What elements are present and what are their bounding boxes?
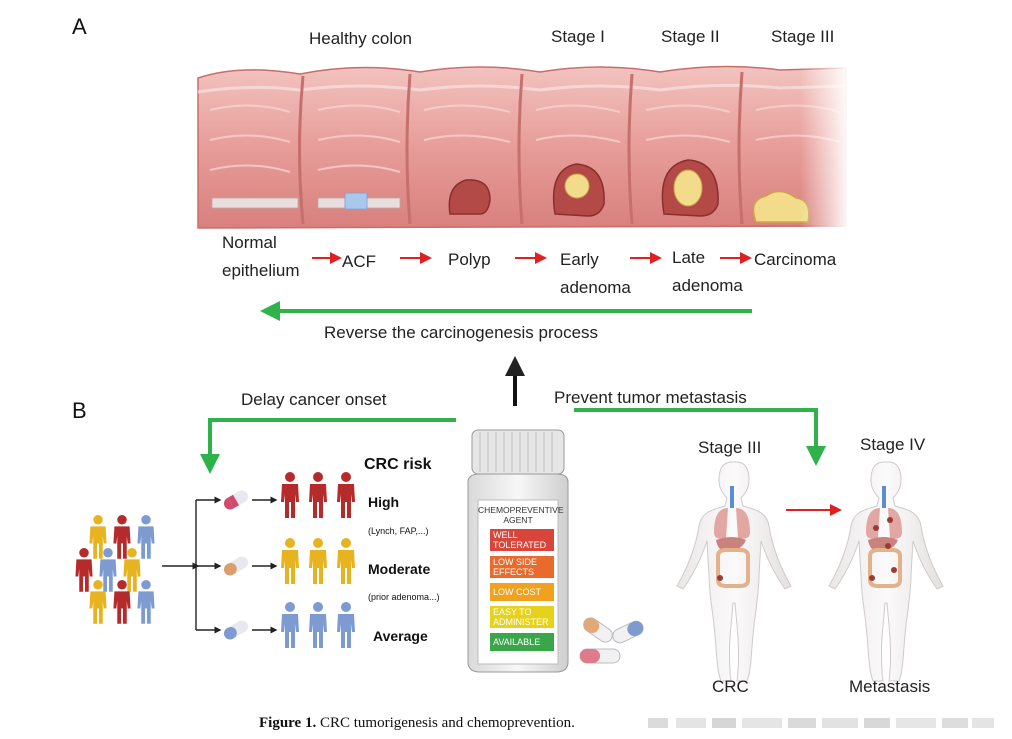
seq-early-line1: Early bbox=[560, 250, 599, 269]
seq-early-line2: adenoma bbox=[560, 278, 631, 297]
trachea bbox=[882, 486, 886, 508]
jar-label-line1: LOW COST bbox=[493, 587, 542, 597]
crc-risk-title: CRC risk bbox=[364, 456, 432, 473]
body-stage-iv bbox=[828, 461, 944, 682]
population-person bbox=[99, 548, 117, 592]
header-stage-ii: Stage II bbox=[661, 27, 720, 46]
delay-label: Delay cancer onset bbox=[241, 390, 387, 409]
population-person bbox=[75, 548, 93, 592]
jar-label-line1: WELL bbox=[493, 530, 518, 540]
reverse-label: Reverse the carcinogenesis process bbox=[324, 323, 599, 342]
panel-letter-a: A bbox=[72, 14, 87, 39]
moderate-risk-person bbox=[281, 538, 299, 584]
stage-iv-label: Stage IV bbox=[860, 435, 926, 454]
population-person bbox=[113, 515, 131, 559]
population-person bbox=[113, 580, 131, 624]
jar-label-line1: EASY TO bbox=[493, 607, 532, 617]
jar-title-line2: AGENT bbox=[503, 515, 533, 525]
seq-normal-epithelium: Normal epithelium bbox=[222, 229, 300, 285]
figure-caption: Figure 1. CRC tumorigenesis and chemopre… bbox=[259, 715, 575, 732]
risk-pills bbox=[223, 490, 249, 640]
risk-high-label: High bbox=[368, 494, 400, 510]
header-stage-i: Stage I bbox=[551, 27, 605, 46]
seq-normal-line2: epithelium bbox=[222, 261, 300, 280]
moderate-risk-person bbox=[337, 538, 355, 584]
seq-polyp: Polyp bbox=[448, 250, 491, 269]
jar-title: CHEMOPREVENTIVE AGENT bbox=[478, 505, 564, 525]
population-person bbox=[89, 580, 107, 624]
header-stage-iii: Stage III bbox=[771, 27, 835, 46]
panel-letter-b: B bbox=[72, 398, 87, 423]
colon bbox=[868, 548, 902, 588]
stage-iii-label: Stage III bbox=[698, 438, 762, 457]
jar-label-line2: TOLERATED bbox=[493, 540, 547, 550]
delay-arrow bbox=[200, 418, 456, 474]
prevent-arrow bbox=[574, 408, 826, 466]
lungs bbox=[714, 508, 750, 539]
population-person bbox=[137, 515, 155, 559]
caption-obscured-region bbox=[648, 718, 994, 728]
body-stage-iii bbox=[676, 461, 792, 682]
risk-moderate-sub: (prior adenoma...) bbox=[368, 592, 440, 602]
jar-label-line2: ADMINISTER bbox=[493, 617, 549, 627]
seq-late-line2: adenoma bbox=[672, 276, 743, 295]
body-outline bbox=[828, 461, 944, 682]
metastasis-label: Metastasis bbox=[849, 677, 931, 696]
seq-carcinoma: Carcinoma bbox=[754, 250, 837, 269]
jar-title-line1: CHEMOPREVENTIVE bbox=[478, 505, 564, 515]
caption-bold: Figure 1. bbox=[259, 715, 317, 731]
tumor bbox=[717, 575, 723, 581]
jar-label: AVAILABLE bbox=[490, 633, 554, 651]
jar-label-line2: EFFECTS bbox=[493, 567, 535, 577]
seq-late-adenoma: Late adenoma bbox=[672, 244, 743, 300]
high-risk-person bbox=[337, 472, 355, 518]
metastasis-lesion bbox=[873, 525, 879, 531]
risk-people bbox=[281, 472, 355, 648]
colon bbox=[716, 548, 750, 588]
jar-label-line1: LOW SIDE bbox=[493, 557, 538, 567]
header-healthy-colon: Healthy colon bbox=[309, 29, 413, 48]
population-person bbox=[123, 548, 141, 592]
jar-label: LOW COST bbox=[490, 583, 554, 601]
prevent-label: Prevent tumor metastasis bbox=[554, 388, 747, 407]
high-risk-person bbox=[309, 472, 327, 518]
crc-label: CRC bbox=[712, 677, 749, 696]
seq-late-line1: Late bbox=[672, 248, 706, 267]
trachea bbox=[730, 486, 734, 508]
seq-early-adenoma: Early adenoma bbox=[560, 246, 631, 302]
metastasis-lesion bbox=[891, 567, 897, 573]
population-person bbox=[89, 515, 107, 559]
population-group bbox=[75, 515, 155, 624]
caption-text: CRC tumorigenesis and chemoprevention. bbox=[319, 715, 575, 731]
risk-high-sub: (Lynch, FAP,...) bbox=[368, 526, 429, 536]
loose-pills bbox=[579, 617, 644, 664]
distribution-lines bbox=[162, 496, 278, 634]
average-risk-person bbox=[281, 602, 299, 648]
seq-normal-line1: Normal bbox=[222, 233, 277, 252]
average-risk-person bbox=[337, 602, 355, 648]
risk-moderate-label: Moderate bbox=[368, 561, 431, 577]
jar-label-line1: AVAILABLE bbox=[493, 637, 541, 647]
risk-average-label: Average bbox=[373, 628, 428, 644]
high-risk-person bbox=[281, 472, 299, 518]
seq-acf: ACF bbox=[342, 252, 376, 271]
population-person bbox=[137, 580, 155, 624]
body-outline bbox=[676, 461, 792, 682]
moderate-risk-person bbox=[309, 538, 327, 584]
metastasis-lesion bbox=[887, 517, 893, 523]
tumor bbox=[869, 575, 875, 581]
metastasis-lesion bbox=[885, 543, 891, 549]
average-risk-person bbox=[309, 602, 327, 648]
colon-illustration bbox=[197, 60, 850, 235]
lungs bbox=[866, 508, 902, 539]
